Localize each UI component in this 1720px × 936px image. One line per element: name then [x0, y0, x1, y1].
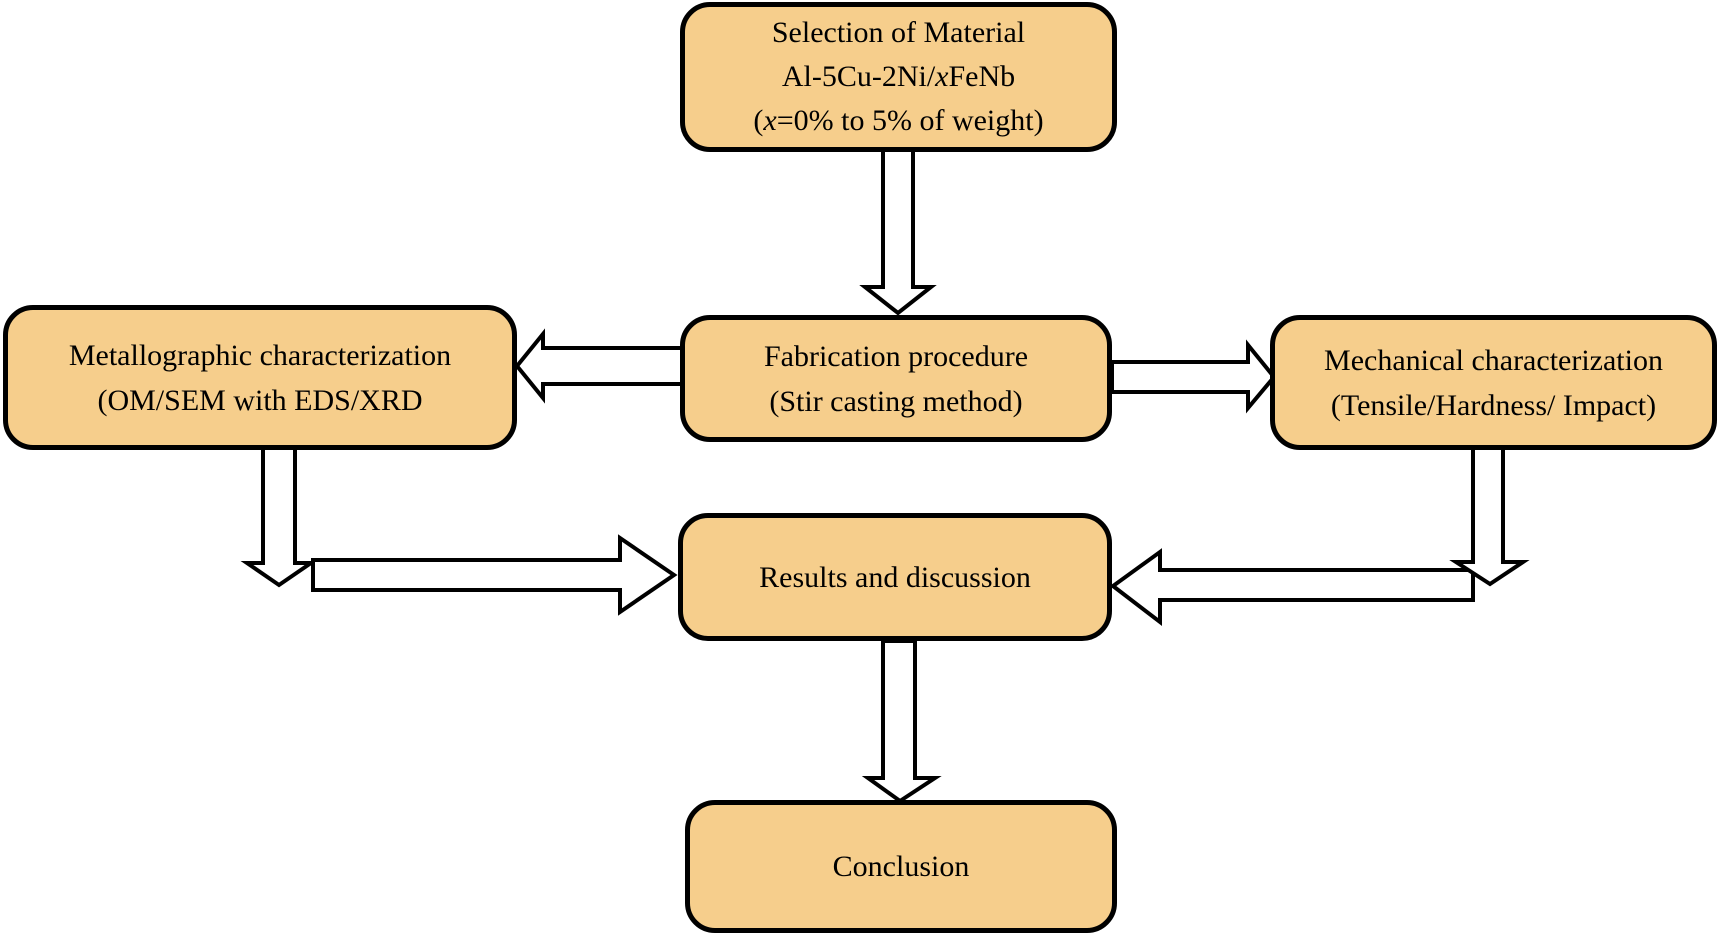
node-conclusion: Conclusion — [685, 800, 1117, 933]
node-selection-of-material: Selection of Material Al-5Cu-2Ni/xFeNb (… — [680, 2, 1117, 152]
arrow-selection-to-fabrication — [859, 148, 937, 316]
node-text-line: Results and discussion — [759, 560, 1031, 594]
node-text-line: Al-5Cu-2Ni/xFeNb — [781, 60, 1016, 93]
node-text-line: (Stir casting method) — [769, 384, 1023, 418]
node-text-line: (OM/SEM with EDS/XRD — [97, 383, 423, 417]
arrow-results-to-conclusion — [861, 639, 942, 804]
node-text-line: Mechanical characterization — [1324, 343, 1663, 377]
arrow-metallographic-down — [240, 444, 318, 588]
node-metallographic-characterization: Metallographic characterization (OM/SEM … — [3, 305, 517, 450]
arrow-fabrication-to-mechanical — [1110, 339, 1277, 414]
node-text-line: Conclusion — [832, 850, 970, 883]
node-text-line: Metallographic characterization — [68, 338, 452, 372]
node-text-line: Selection of Material — [771, 16, 1026, 49]
node-fabrication-procedure: Fabrication procedure (Stir casting meth… — [680, 315, 1112, 442]
arrow-fabrication-to-metallographic — [514, 328, 684, 404]
arrow-mechanical-down — [1449, 446, 1530, 587]
node-results-and-discussion: Results and discussion — [678, 513, 1112, 641]
node-text-line: (Tensile/Hardness/ Impact) — [1330, 388, 1657, 422]
arrow-metallographic-to-results — [311, 534, 678, 616]
node-text-line: Fabrication procedure — [763, 339, 1029, 373]
node-text-line: (x=0% to 5% of weight) — [753, 104, 1044, 137]
arrow-mechanical-to-results — [1109, 548, 1475, 627]
node-mechanical-characterization: Mechanical characterization (Tensile/Har… — [1270, 315, 1717, 450]
